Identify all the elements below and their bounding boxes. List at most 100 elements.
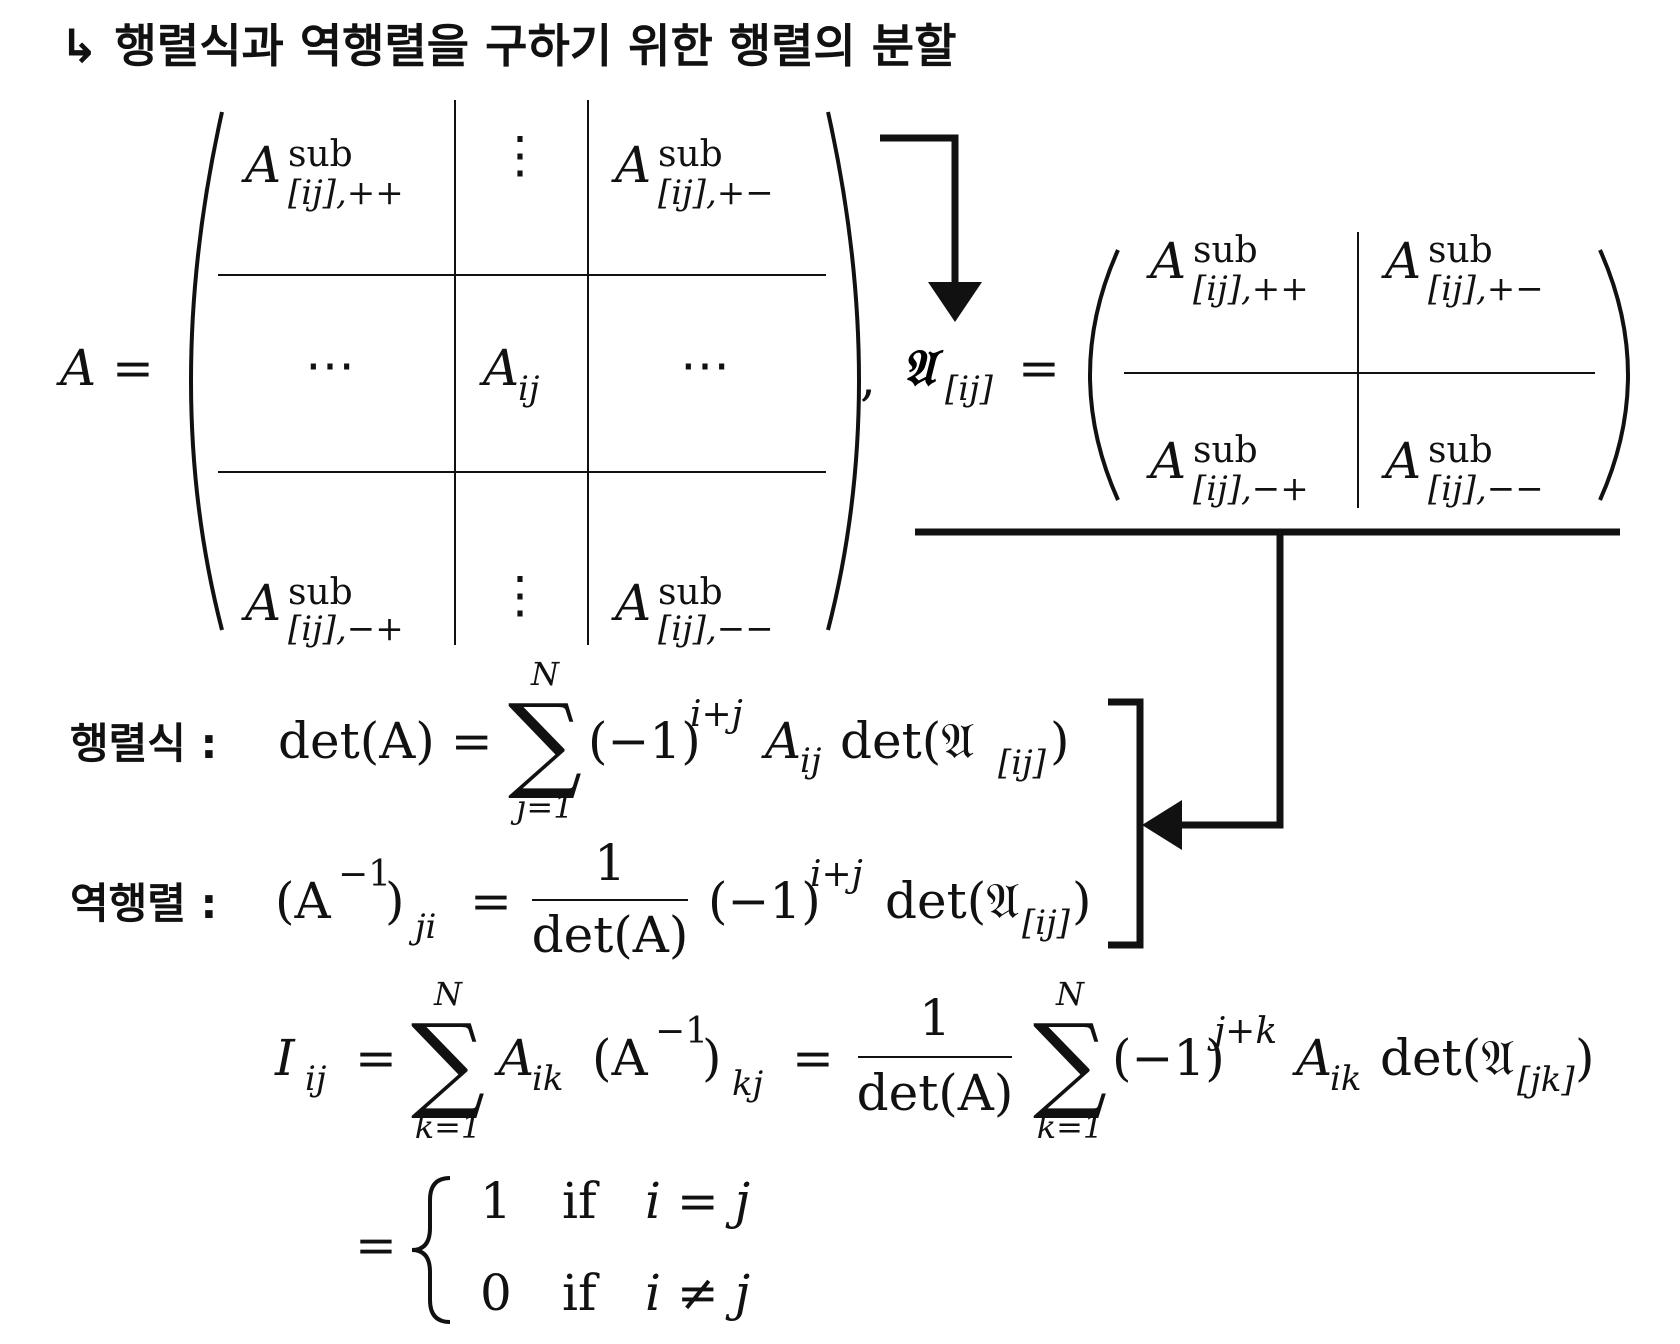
sign-term: (−1) bbox=[708, 872, 821, 930]
block-symbol: A bbox=[1381, 232, 1421, 290]
determinant-label: 행렬식 : bbox=[70, 719, 217, 768]
block-sub: [ij],−+ bbox=[1193, 469, 1309, 509]
block-sub: [ij],−− bbox=[1428, 469, 1544, 509]
case2-if: if bbox=[562, 1264, 600, 1322]
fraction-numerator: 1 bbox=[594, 834, 626, 892]
block-symbol: A bbox=[611, 136, 651, 194]
identity-t2-open: (A bbox=[592, 1029, 649, 1087]
identity-t3-sup: j+k bbox=[1207, 1011, 1277, 1052]
sum-upper-limit: N bbox=[530, 655, 560, 693]
matrix-frak: 𝔄 [ij] = A sub [ij],++ A sub [ij],+− A s… bbox=[902, 230, 1630, 509]
block-sub: [ij],+− bbox=[1428, 269, 1544, 309]
block-sup: sub bbox=[658, 134, 723, 175]
identity-t2-sup: −1 bbox=[655, 1011, 708, 1052]
minor-sub: [ij] bbox=[1022, 903, 1071, 943]
entry-symbol: A bbox=[761, 712, 801, 770]
block-sup: sub bbox=[288, 572, 353, 613]
block-sub: [ij],++ bbox=[288, 173, 404, 213]
matrix-a-block-bottom-right: A sub [ij],−− bbox=[611, 572, 774, 649]
connector-line bbox=[880, 134, 959, 288]
identity-t5-sub: [jk] bbox=[1517, 1060, 1575, 1100]
matrix-a-hdots-left: ⋯ bbox=[305, 336, 355, 394]
block-sub: [ij],+− bbox=[658, 173, 774, 213]
connector-line bbox=[1175, 532, 1284, 829]
arrow-down-icon bbox=[928, 282, 982, 322]
block-sub: ij bbox=[518, 369, 540, 409]
minor-det: det(𝔄 bbox=[840, 712, 974, 770]
identity-eq1: = bbox=[355, 1029, 397, 1087]
matrix-frak-block-top-left: A sub [ij],++ bbox=[1146, 230, 1309, 309]
matrix-a-center-element: A ij bbox=[479, 339, 540, 409]
identity-t3: (−1) bbox=[1112, 1029, 1225, 1087]
sum2-lower-limit: k=1 bbox=[1037, 1108, 1104, 1146]
identity-t4-sub: ik bbox=[1330, 1059, 1361, 1099]
inverse-lhs-sup: −1 bbox=[338, 854, 391, 895]
sum1-lower-limit: k=1 bbox=[415, 1108, 482, 1146]
matrix-a-vdots-bottom: ⋮ bbox=[495, 566, 545, 624]
minor-close: ) bbox=[1050, 712, 1070, 770]
sum1-upper-limit: N bbox=[433, 975, 463, 1013]
sign-exponent: i+j bbox=[810, 854, 863, 895]
determinant-lhs: det(A) = bbox=[278, 712, 493, 770]
block-symbol: A bbox=[479, 339, 519, 397]
block-symbol: A bbox=[1146, 432, 1186, 490]
minor-close: ) bbox=[1072, 872, 1092, 930]
matrix-frak-block-top-right: A sub [ij],+− bbox=[1381, 230, 1544, 309]
block-symbol: A bbox=[241, 574, 281, 632]
identity-t1: A bbox=[494, 1029, 534, 1087]
arrow-frak-to-formulas bbox=[915, 528, 1620, 949]
inverse-equals: = bbox=[470, 872, 512, 930]
block-sup: sub bbox=[658, 572, 723, 613]
matrix-frak-block-bottom-left: A sub [ij],−+ bbox=[1146, 430, 1309, 509]
block-sup: sub bbox=[1428, 230, 1493, 271]
block-sup: sub bbox=[1193, 430, 1258, 471]
identity-lhs: I bbox=[274, 1029, 296, 1087]
block-sub: [ij],−+ bbox=[288, 609, 404, 649]
block-symbol: A bbox=[611, 574, 651, 632]
case1-if: if bbox=[562, 1172, 600, 1230]
matrix-a-vdots-top: ⋮ bbox=[495, 126, 545, 184]
identity-frac-num: 1 bbox=[919, 989, 951, 1047]
sum2-upper-limit: N bbox=[1055, 975, 1085, 1013]
identity-frac-den: det(A) bbox=[857, 1064, 1014, 1122]
identity-t1-sub: ik bbox=[532, 1059, 563, 1099]
matrix-a-block-bottom-left: A sub [ij],−+ bbox=[241, 572, 404, 649]
determinant-formula: 행렬식 : det(A) = N ∑ j=1 (−1) i+j A ij det… bbox=[70, 655, 1070, 826]
matrix-a-left-paren bbox=[189, 111, 224, 631]
matrix-a: A = A sub [ij],++ ⋮ A sub [ij],+− ⋯ A ij… bbox=[56, 100, 876, 649]
cases-equals: = bbox=[355, 1216, 397, 1274]
fraction-denominator: det(A) bbox=[532, 906, 689, 964]
matrix-frak-left-paren bbox=[1088, 249, 1120, 501]
case1-value: 1 bbox=[480, 1172, 512, 1230]
matrix-a-right-paren bbox=[826, 111, 861, 631]
sign-term: (−1) bbox=[588, 712, 701, 770]
cases-brace-icon bbox=[411, 1176, 451, 1324]
identity-t2-close: ) bbox=[702, 1029, 722, 1087]
identity-lhs-sub: ij bbox=[305, 1059, 327, 1099]
identity-t4: A bbox=[1292, 1029, 1332, 1087]
cases-block: = 1 if i = j 0 if i ≠ j bbox=[355, 1172, 750, 1324]
frak-symbol-sub: [ij] bbox=[945, 369, 994, 409]
case1-condition: i = j bbox=[645, 1172, 750, 1230]
sum-lower-limit: j=1 bbox=[510, 788, 573, 826]
inverse-lhs-close: ) bbox=[385, 872, 405, 930]
minor-det: det(𝔄 bbox=[885, 872, 1019, 930]
formula-bracket bbox=[1108, 698, 1144, 949]
matrix-frak-right-paren bbox=[1598, 249, 1630, 501]
inverse-lhs-sub: ji bbox=[408, 907, 436, 947]
inverse-label: 역행렬 : bbox=[70, 879, 217, 928]
minor-sub: [ij] bbox=[998, 743, 1047, 783]
sign-exponent: i+j bbox=[690, 694, 743, 735]
frak-symbol: 𝔄 bbox=[902, 338, 944, 397]
block-symbol: A bbox=[241, 136, 281, 194]
matrix-a-lhs: A = bbox=[56, 339, 154, 397]
case2-condition: i ≠ j bbox=[645, 1264, 750, 1322]
identity-t2-sub: kj bbox=[732, 1064, 764, 1104]
block-sup: sub bbox=[1193, 230, 1258, 271]
matrix-a-hdots-right: ⋯ bbox=[680, 336, 730, 394]
case2-value: 0 bbox=[480, 1264, 512, 1322]
matrix-a-block-top-left: A sub [ij],++ bbox=[241, 134, 404, 213]
matrix-a-block-top-right: A sub [ij],+− bbox=[611, 134, 774, 213]
sum2-sigma-icon: ∑ bbox=[1033, 1001, 1107, 1123]
identity-eq2: = bbox=[792, 1029, 834, 1087]
